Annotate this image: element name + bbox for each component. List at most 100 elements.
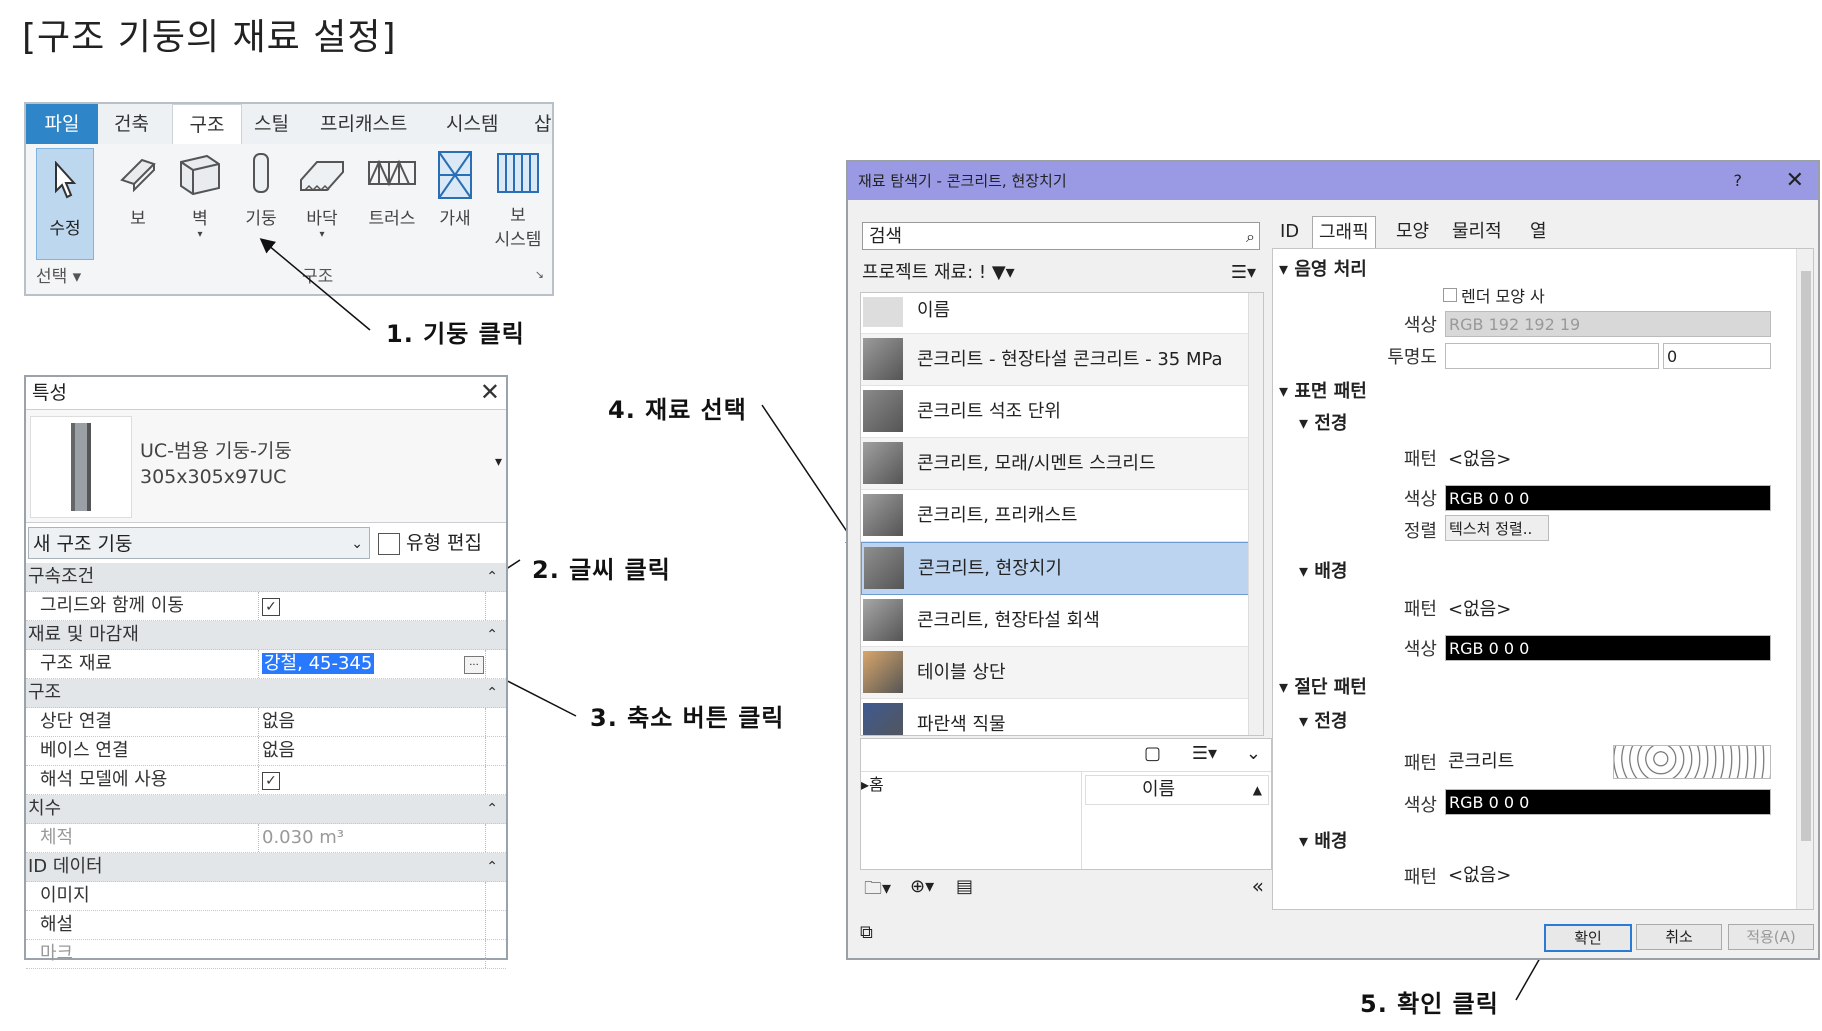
scrollbar-thumb[interactable] <box>1801 271 1811 841</box>
list-item[interactable]: 콘크리트, 현장치기 <box>861 542 1263 595</box>
type-selector[interactable]: UC-범용 기둥-기둥 305x305x97UC ▾ <box>26 410 506 523</box>
project-materials-header[interactable]: 프로젝트 재료: ! ▼▾ ☰▾ <box>862 258 1260 288</box>
property-value[interactable]: 강철, 45-345 <box>258 650 482 678</box>
list-item[interactable]: 콘크리트, 모래/시멘트 스크리드 <box>861 438 1263 490</box>
search-icon[interactable]: ⌕ <box>1246 227 1255 246</box>
property-row[interactable]: 해석 모델에 사용✓ <box>26 766 506 795</box>
property-row[interactable]: 마크 <box>26 940 506 969</box>
property-group[interactable]: 치수⌃ <box>26 795 506 824</box>
tab-precast[interactable]: 프리캐스트 <box>320 113 408 135</box>
collapse-icon[interactable]: ⌃ <box>486 859 498 875</box>
tab-appearance[interactable]: 모양 <box>1396 221 1430 242</box>
material-list-scrollbar[interactable] <box>1248 293 1263 735</box>
edit-type-button[interactable]: 유형 편집 <box>378 527 504 559</box>
list-item[interactable]: 콘크리트 - 현장타설 콘크리트 - 35 MPa <box>861 334 1263 386</box>
surface-fg-color-field[interactable]: RGB 0 0 0 <box>1445 485 1771 511</box>
library-toggle-icon[interactable]: ⧉ <box>860 922 873 943</box>
property-value[interactable]: 0.030 m³ <box>258 824 482 852</box>
cancel-button[interactable]: 취소 <box>1636 924 1722 950</box>
collapse-left-icon[interactable]: « <box>1251 874 1264 898</box>
collapse-icon[interactable]: ⌃ <box>486 801 498 817</box>
checkbox[interactable]: ✓ <box>262 772 280 790</box>
tab-insert[interactable]: 삽 <box>534 113 552 135</box>
tree-home[interactable]: ▸홈 <box>861 775 884 794</box>
list-item[interactable]: 파란색 직물 <box>861 699 1263 735</box>
list-item[interactable]: 테이블 상단 <box>861 647 1263 699</box>
list-item[interactable]: 콘크리트, 프리캐스트 <box>861 490 1263 542</box>
property-row[interactable]: 이미지 <box>26 882 506 911</box>
instance-filter-combo[interactable]: 새 구조 기둥 ⌄ <box>28 527 370 559</box>
tab-physical[interactable]: 물리적 <box>1452 221 1502 242</box>
cut-foreground-section[interactable]: ▾ 전경 <box>1299 711 1348 732</box>
list-view-icon[interactable]: ☰▾ <box>1230 262 1256 283</box>
asset-browser-icon[interactable]: ▤ <box>956 876 974 897</box>
cut-background-section[interactable]: ▾ 배경 <box>1299 831 1348 852</box>
cut-fg-color-field[interactable]: RGB 0 0 0 <box>1445 789 1771 815</box>
search-input[interactable]: 검색 ⌕ <box>862 222 1260 250</box>
wall-dropdown-icon[interactable]: ▾ <box>197 229 203 240</box>
render-appearance-checkbox[interactable]: 렌더 모양 사 <box>1443 283 1545 307</box>
apply-button[interactable]: 적용(A) <box>1728 924 1814 950</box>
tool-beam[interactable]: 보 <box>114 150 162 229</box>
list-item[interactable]: 콘크리트 석조 단위 <box>861 386 1263 438</box>
shading-section[interactable]: ▾ 음영 처리 <box>1279 259 1367 280</box>
property-row[interactable]: 해설 <box>26 911 506 940</box>
select-panel-label[interactable]: 선택 ▾ <box>36 267 82 287</box>
transparency-input[interactable]: 0 <box>1663 343 1771 369</box>
library-column-header[interactable]: 이름 ▲ <box>1085 775 1269 805</box>
tab-architecture[interactable]: 건축 <box>114 113 149 135</box>
shading-color-field[interactable]: RGB 192 192 19 <box>1445 311 1771 337</box>
property-value[interactable]: ✓ <box>258 592 482 620</box>
collapse-icon[interactable]: ⌃ <box>486 627 498 643</box>
property-group[interactable]: 재료 및 마감재⌃ <box>26 621 506 650</box>
tab-steel[interactable]: 스틸 <box>254 113 289 135</box>
tool-floor[interactable]: 바닥 ▾ <box>294 150 350 240</box>
panel-launcher-icon[interactable]: ↘ <box>534 268 544 281</box>
tab-systems[interactable]: 시스템 <box>446 113 499 135</box>
surface-foreground-section[interactable]: ▾ 전경 <box>1299 413 1348 434</box>
view-options-icon[interactable]: ☰▾ <box>1191 743 1217 764</box>
library-folder-icon[interactable]: 🗀▾ <box>864 878 892 899</box>
tab-file[interactable]: 파일 <box>26 104 98 144</box>
list-item[interactable]: 콘크리트, 현장타설 회색 <box>861 595 1263 647</box>
surface-background-section[interactable]: ▾ 배경 <box>1299 561 1348 582</box>
property-group[interactable]: ID 데이터⌃ <box>26 853 506 882</box>
property-value[interactable]: 없음 <box>258 737 482 765</box>
surface-fg-pattern-field[interactable]: <없음> <box>1445 441 1771 479</box>
collapse-down-icon[interactable]: ⌄ <box>1245 743 1261 764</box>
surface-bg-color-field[interactable]: RGB 0 0 0 <box>1445 635 1771 661</box>
collapse-icon[interactable]: ⌃ <box>486 685 498 701</box>
property-value[interactable]: ✓ <box>258 766 482 794</box>
cut-fg-pattern-field[interactable]: 콘크리트 <box>1445 743 1595 781</box>
property-value[interactable]: 없음 <box>258 708 482 736</box>
floor-dropdown-icon[interactable]: ▾ <box>319 229 325 240</box>
tool-column[interactable]: 기둥 <box>236 150 286 229</box>
panel-toggle-icon[interactable]: ▢ <box>1143 743 1161 764</box>
tool-wall[interactable]: 벽 ▾ <box>172 150 228 240</box>
modify-button[interactable]: 수정 <box>36 148 94 260</box>
tab-id[interactable]: ID <box>1280 221 1300 242</box>
close-icon[interactable]: ✕ <box>1785 168 1804 193</box>
tab-structure[interactable]: 구조 <box>172 104 242 146</box>
texture-align-button[interactable]: 텍스처 정렬.. <box>1445 515 1549 541</box>
tab-graphics[interactable]: 그래픽 <box>1312 216 1376 249</box>
property-row[interactable]: 그리드와 함께 이동✓ <box>26 592 506 621</box>
tool-truss[interactable]: 트러스 <box>360 150 424 229</box>
tool-brace[interactable]: 가새 <box>430 150 480 229</box>
help-button[interactable]: ? <box>1733 171 1743 190</box>
checkbox[interactable]: ✓ <box>262 598 280 616</box>
collapse-icon[interactable]: ⌃ <box>486 569 498 585</box>
cut-bg-pattern-field[interactable]: <없음> <box>1445 857 1771 895</box>
surface-bg-pattern-field[interactable]: <없음> <box>1445 591 1771 629</box>
graphics-scrollbar[interactable] <box>1796 249 1813 909</box>
tab-thermal[interactable]: 열 <box>1530 221 1547 242</box>
close-icon[interactable]: ✕ <box>479 378 500 406</box>
ok-button[interactable]: 확인 <box>1544 924 1632 952</box>
property-group[interactable]: 구조⌃ <box>26 679 506 708</box>
filter-icon[interactable]: ▼▾ <box>991 262 1015 283</box>
surface-pattern-section[interactable]: ▾ 표면 패턴 <box>1279 381 1367 402</box>
